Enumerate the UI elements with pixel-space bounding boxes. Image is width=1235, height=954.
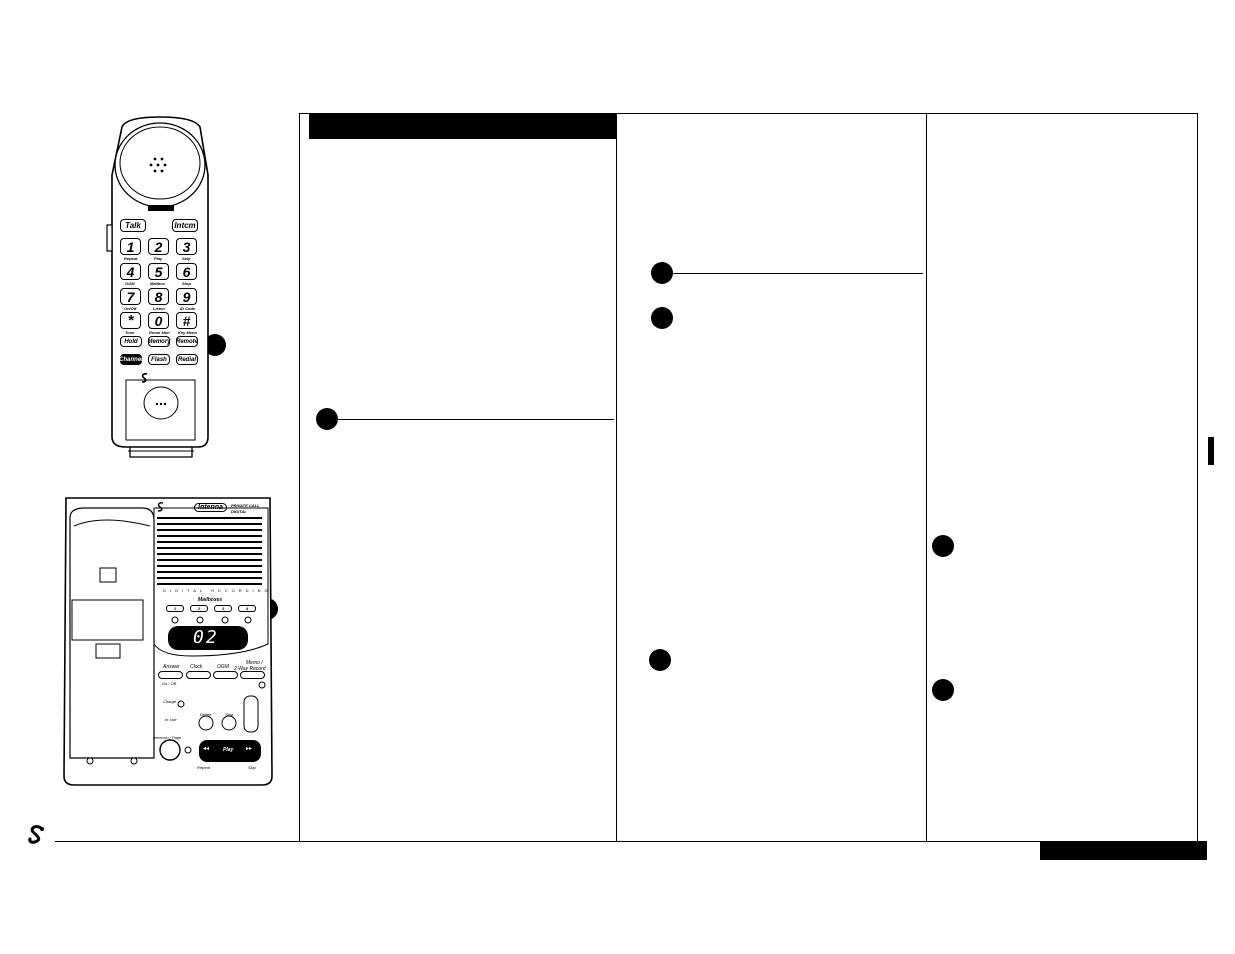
in-use-label: In Use bbox=[165, 717, 177, 722]
memo-label: Memo / bbox=[246, 660, 263, 666]
pound-key[interactable]: # bbox=[176, 312, 197, 329]
callout-bullet bbox=[649, 649, 671, 671]
answer-label: Answer bbox=[163, 664, 180, 670]
key-caption: Repeat bbox=[124, 256, 138, 261]
logo-icon bbox=[28, 825, 44, 844]
digit-key-3[interactable]: 3 bbox=[176, 238, 197, 255]
memo-sub-label: 2 Way Record bbox=[234, 666, 266, 672]
ogm-label: OGM bbox=[217, 664, 229, 670]
clock-button[interactable] bbox=[186, 671, 211, 679]
key-caption: Tone bbox=[125, 330, 135, 335]
ogm-button[interactable] bbox=[213, 671, 238, 679]
digit-key-9[interactable]: 9 bbox=[176, 288, 197, 305]
model-name: PRIVATE CALL bbox=[231, 503, 260, 508]
digit-key-1[interactable]: 1 bbox=[120, 238, 141, 255]
callout-rule bbox=[338, 419, 614, 420]
mailbox-2-button[interactable]: 2 bbox=[190, 605, 208, 612]
callout-bullet bbox=[932, 679, 954, 701]
column-divider-2 bbox=[616, 113, 617, 842]
play-button[interactable]: Play bbox=[223, 747, 234, 753]
skip-label: Skip bbox=[248, 765, 256, 770]
key-caption: On/Off bbox=[124, 306, 137, 311]
callout-bullet bbox=[651, 307, 673, 329]
intercom-page-label: Intercom / Page bbox=[153, 735, 182, 740]
key-caption: OGM bbox=[125, 281, 135, 286]
talk-key[interactable]: Talk bbox=[120, 219, 146, 232]
logo-icon bbox=[141, 373, 148, 383]
logo-icon bbox=[157, 502, 164, 512]
hold-key[interactable]: Hold bbox=[120, 336, 142, 347]
digit-key-0[interactable]: 0 bbox=[148, 312, 169, 329]
key-caption: Room Mon bbox=[149, 330, 170, 335]
star-key[interactable]: * bbox=[120, 312, 141, 329]
key-caption: Play bbox=[154, 256, 163, 261]
flash-key[interactable]: Flash bbox=[148, 354, 170, 365]
memory-key[interactable]: Memory bbox=[148, 336, 171, 347]
remote-key[interactable]: Remote bbox=[176, 336, 198, 347]
column-divider-1 bbox=[299, 113, 300, 842]
key-caption: Skip bbox=[182, 256, 191, 261]
answer-sub-label: On / Off bbox=[162, 681, 177, 686]
digit-key-6[interactable]: 6 bbox=[176, 263, 197, 280]
charge-label: Charge bbox=[163, 699, 177, 704]
key-caption: ID Code bbox=[180, 306, 196, 311]
stop-label: Stop bbox=[225, 712, 234, 717]
callout-rule bbox=[673, 273, 923, 274]
brand-logo: Intenna bbox=[194, 503, 227, 512]
callout-bullet bbox=[204, 334, 226, 356]
delete-label: Delete bbox=[200, 712, 212, 717]
redial-key[interactable]: Redial bbox=[176, 354, 198, 365]
mailbox-3-button[interactable]: 3 bbox=[214, 605, 232, 612]
clock-label: Clock bbox=[190, 664, 203, 670]
base-body bbox=[63, 497, 273, 786]
footer-rule bbox=[55, 841, 1207, 842]
key-caption: Mailbox bbox=[150, 281, 165, 286]
digit-key-8[interactable]: 8 bbox=[148, 288, 169, 305]
memo-button[interactable] bbox=[240, 671, 265, 679]
intercom-key[interactable]: Intcm bbox=[172, 219, 198, 232]
speaker-grille bbox=[157, 517, 262, 585]
answer-button[interactable] bbox=[158, 671, 183, 679]
column-divider-3 bbox=[926, 113, 927, 842]
section-header-bar bbox=[309, 114, 616, 139]
digit-key-2[interactable]: 2 bbox=[148, 238, 169, 255]
top-border bbox=[299, 113, 1198, 114]
model-name: DIGITAL bbox=[231, 509, 247, 514]
fast-forward-icon[interactable]: ▸▸ bbox=[246, 746, 253, 752]
repeat-label: Repeat bbox=[197, 765, 210, 770]
callout-bullet bbox=[651, 262, 673, 284]
message-count-display: 02 bbox=[193, 627, 219, 648]
key-caption: Stop bbox=[182, 281, 191, 286]
callout-bullet bbox=[932, 535, 954, 557]
channel-key[interactable]: Channel bbox=[119, 354, 143, 365]
key-caption: Key Menu bbox=[178, 330, 197, 335]
rewind-icon[interactable]: ◂◂ bbox=[203, 746, 210, 752]
mailbox-1-button[interactable]: 1 bbox=[166, 605, 184, 612]
page-footer-bar bbox=[1040, 842, 1207, 860]
chapter-tab-marker bbox=[1208, 437, 1214, 465]
callout-bullet bbox=[316, 408, 338, 430]
mailbox-4-button[interactable]: 4 bbox=[238, 605, 256, 612]
mailbox-label: Mailboxes bbox=[198, 597, 223, 603]
key-caption: Listen bbox=[153, 306, 165, 311]
digit-key-4[interactable]: 4 bbox=[120, 263, 141, 280]
column-divider-right bbox=[1197, 113, 1198, 842]
speaker-caption: DIGITAL RECORDING bbox=[163, 588, 272, 593]
digit-key-5[interactable]: 5 bbox=[148, 263, 169, 280]
digit-key-7[interactable]: 7 bbox=[120, 288, 141, 305]
